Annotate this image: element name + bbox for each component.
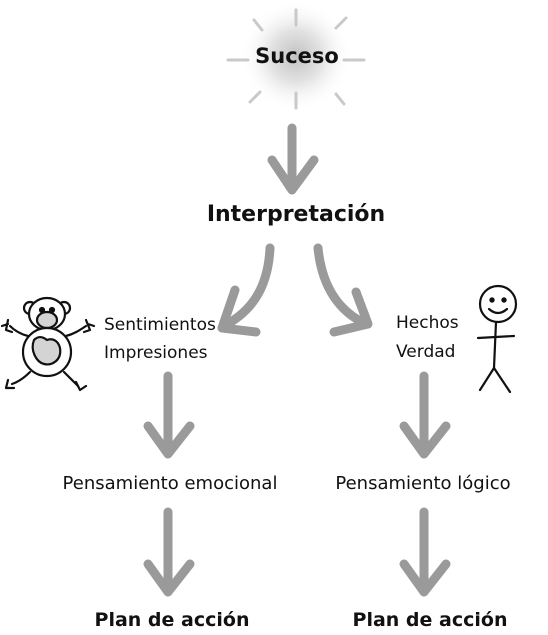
truth-label: Verdad xyxy=(396,342,456,362)
arrow-event-to-interpretation xyxy=(267,123,319,195)
emotional-thinking-label: Pensamiento emocional xyxy=(62,473,278,494)
right-action-plan-label: Plan de acción xyxy=(352,609,508,631)
arrow-left-to-thinking xyxy=(143,371,195,459)
feelings-label: Sentimientos xyxy=(104,315,216,335)
monkey-icon xyxy=(0,296,96,392)
impressions-label: Impresiones xyxy=(104,343,208,363)
arrow-right-to-action xyxy=(399,507,451,597)
stick-figure-icon xyxy=(476,284,518,394)
event-burst-icon xyxy=(226,0,366,112)
event-label: Suceso xyxy=(255,44,339,68)
arrow-right-to-thinking xyxy=(399,371,451,459)
arrow-left-to-action xyxy=(143,507,195,597)
left-action-plan-label: Plan de acción xyxy=(94,609,250,631)
arrow-to-facts xyxy=(313,243,373,337)
interpretation-label: Interpretación xyxy=(206,202,386,227)
logical-thinking-label: Pensamiento lógico xyxy=(335,473,511,494)
arrow-to-feelings xyxy=(217,243,275,337)
facts-label: Hechos xyxy=(396,313,459,333)
